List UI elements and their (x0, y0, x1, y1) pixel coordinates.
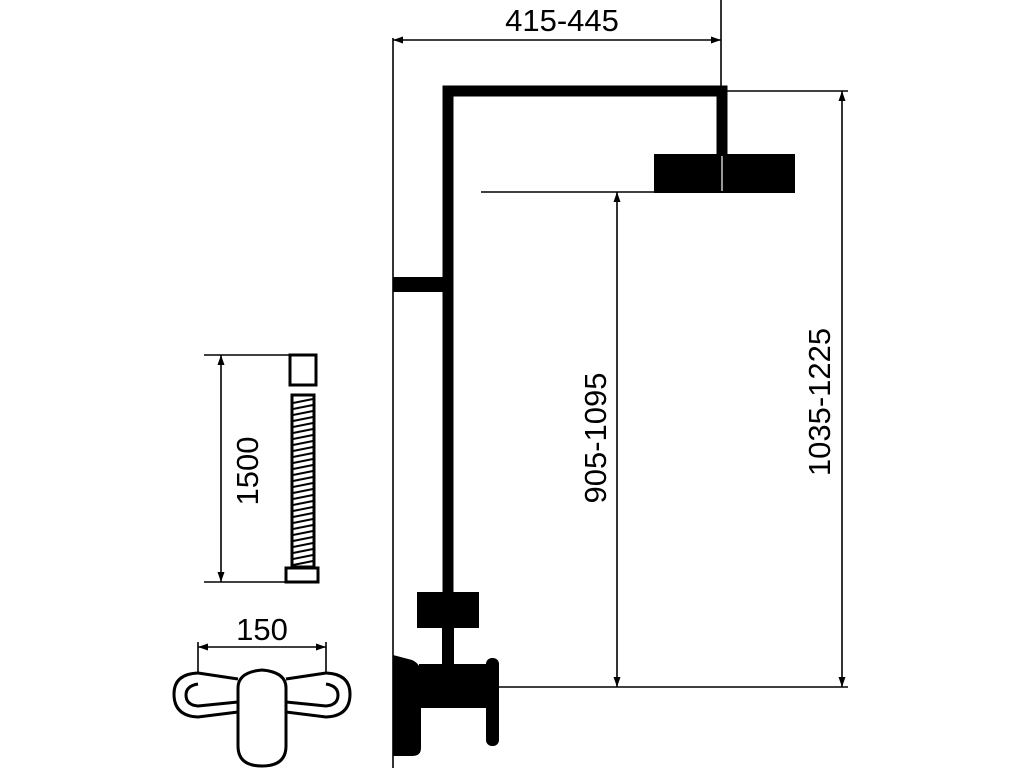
shower-column (442, 85, 728, 598)
hose-wrap (292, 536, 314, 542)
arm-height-label: 1035-1225 (802, 328, 837, 476)
hose-top-nut (288, 353, 318, 387)
hose-wrap (292, 554, 314, 560)
hose-wrap (292, 440, 314, 446)
hose-wrap (292, 530, 314, 536)
hose-wrap (292, 404, 314, 410)
hose-wrap (292, 512, 314, 518)
hose-wrap (292, 494, 314, 500)
hose-wrap (292, 422, 314, 428)
hose-wrap (292, 452, 314, 458)
hose-wrap (292, 560, 314, 566)
hose-wrap (292, 398, 314, 404)
wall-bracket (393, 277, 451, 292)
hose-wrap (292, 506, 314, 512)
head-height-dimension: 905-1095 (578, 192, 621, 687)
shower-hose (284, 353, 320, 584)
shower-head (654, 154, 795, 193)
hose-wrap (292, 428, 314, 434)
hose-wrap (292, 434, 314, 440)
hose-wrap (292, 518, 314, 524)
hose-length-dimension: 1500 (204, 354, 290, 583)
hose-wrap (292, 488, 314, 494)
hose-length-label: 1500 (230, 437, 265, 506)
arm-reach-dimension: 415-445 (393, 0, 722, 86)
arm-height-dimension: 1035-1225 (726, 90, 848, 687)
hose-wrap (292, 476, 314, 482)
hose-wrap (292, 410, 314, 416)
hose-wrap (292, 464, 314, 470)
diverter-block (417, 592, 479, 628)
hose-wrap (292, 416, 314, 422)
hose-wrap (292, 482, 314, 488)
hose-wrap (292, 470, 314, 476)
hose-wrap (292, 446, 314, 452)
hose-wrap (292, 542, 314, 548)
mixer-lever (236, 668, 288, 768)
hose-wrap (292, 524, 314, 530)
hose-bottom-nut (284, 566, 320, 584)
mixer-spacing-label: 150 (236, 612, 288, 647)
hose-wrap (292, 458, 314, 464)
head-height-label: 905-1095 (578, 372, 613, 503)
mixer-front-view (172, 668, 352, 768)
hose-wrap (292, 548, 314, 554)
arm-reach-label: 415-445 (505, 3, 619, 38)
hose-wraps (292, 398, 314, 566)
mixer-side-view (393, 655, 499, 756)
diverter-stem (442, 626, 454, 664)
mixer-spacing-dimension: 150 (197, 612, 327, 673)
hose-wrap (292, 500, 314, 506)
